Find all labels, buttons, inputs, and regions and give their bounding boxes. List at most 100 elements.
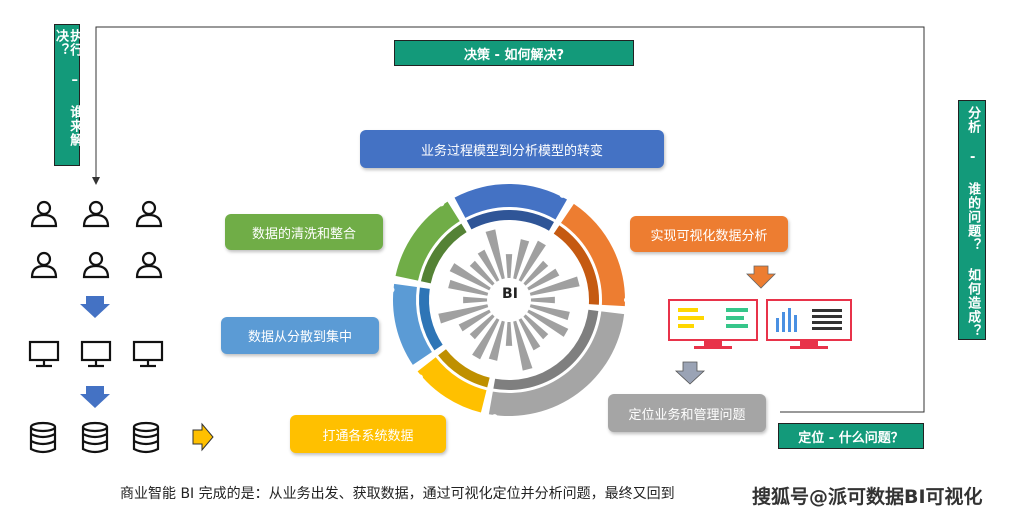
database-band bbox=[30, 440, 56, 446]
frame-arrowhead bbox=[92, 177, 100, 185]
database-icon bbox=[132, 421, 160, 454]
arrow-down-icon bbox=[674, 361, 706, 385]
ring-notch bbox=[559, 191, 566, 198]
locate-label: 定位 - 什么问题？ bbox=[778, 423, 924, 449]
burst-ray bbox=[472, 318, 500, 360]
step-concentrate: 数据从分散到集中 bbox=[221, 317, 379, 354]
ring-inner-segment bbox=[438, 349, 490, 388]
burst-ray bbox=[530, 296, 555, 304]
people-grid bbox=[30, 200, 163, 279]
ring-outer-segment bbox=[454, 183, 567, 220]
burst-ray bbox=[458, 309, 491, 332]
burst-ray bbox=[448, 279, 489, 296]
monitor-screen bbox=[28, 340, 60, 362]
database-body bbox=[29, 427, 57, 454]
bi-ring bbox=[388, 183, 630, 421]
ring-outer-segment bbox=[561, 203, 625, 307]
person-icon bbox=[30, 200, 58, 228]
monitor-screen bbox=[132, 340, 164, 362]
burst-ray bbox=[527, 309, 569, 337]
execute-label: 执行 – 谁来解决？ bbox=[53, 24, 82, 166]
burst-ray bbox=[469, 314, 495, 340]
person-icon bbox=[135, 200, 163, 228]
burst-ray bbox=[518, 240, 546, 282]
database-icon bbox=[81, 421, 109, 454]
step-transform: 业务过程模型到分析模型的转变 bbox=[360, 130, 664, 168]
dashboard-icon bbox=[668, 299, 758, 349]
step-systems: 打通各系统数据 bbox=[290, 415, 446, 453]
monitor-icon bbox=[80, 340, 112, 368]
burst-ray bbox=[469, 260, 495, 286]
database-top bbox=[29, 421, 57, 433]
analysis-label: 分析 - 谁的问题？ 如何造成？ bbox=[958, 100, 986, 340]
step-clean: 数据的清洗和整合 bbox=[225, 214, 383, 250]
ring-notch bbox=[438, 200, 445, 207]
person-head bbox=[36, 200, 52, 216]
person-body bbox=[82, 213, 110, 228]
ring-outer-segment bbox=[393, 283, 432, 365]
monitor-icon bbox=[28, 340, 60, 368]
ring-inner-segment bbox=[419, 287, 443, 351]
database-band bbox=[30, 433, 56, 439]
step-problem: 定位业务和管理问题 bbox=[608, 394, 766, 432]
caption: 商业智能 BI 完成的是：从业务出发、获取数据，通过可视化定位并分析问题，最终又… bbox=[120, 486, 675, 502]
burst-ray bbox=[449, 263, 491, 291]
ring-inner-segment bbox=[493, 309, 599, 390]
database-body bbox=[81, 427, 109, 454]
person-body bbox=[30, 213, 58, 228]
burst-ray bbox=[505, 254, 513, 279]
burst-ray bbox=[438, 304, 489, 324]
ring-notch bbox=[491, 414, 498, 421]
ring-outer-segment bbox=[488, 311, 625, 417]
ring-inner-segment bbox=[553, 225, 599, 305]
burst-ray bbox=[523, 260, 549, 286]
ring-outer-segment bbox=[417, 357, 487, 413]
ring-inner-segment bbox=[420, 223, 467, 284]
frame-line bbox=[95, 26, 925, 413]
burst-ray bbox=[488, 320, 505, 361]
person-head bbox=[88, 200, 104, 216]
person-icon bbox=[30, 251, 58, 279]
burst-ray bbox=[477, 249, 500, 282]
database-band bbox=[82, 440, 108, 446]
person-body bbox=[135, 264, 163, 279]
decision-label: 决策 - 如何解决? bbox=[394, 40, 634, 66]
burst-ray bbox=[505, 321, 513, 346]
dashboard-icon bbox=[766, 299, 852, 349]
ring-inner-segment bbox=[466, 210, 554, 231]
person-body bbox=[135, 213, 163, 228]
person-icon bbox=[82, 251, 110, 279]
database-band bbox=[82, 433, 108, 439]
step-visual: 实现可视化数据分析 bbox=[630, 216, 788, 252]
burst-ray bbox=[518, 318, 541, 351]
database-top bbox=[81, 421, 109, 433]
ring-notch bbox=[416, 374, 423, 381]
burst-ray bbox=[523, 314, 549, 340]
person-head bbox=[141, 200, 157, 216]
burst-ray bbox=[485, 229, 505, 280]
arrow-right-icon bbox=[192, 422, 214, 452]
database-row bbox=[29, 421, 160, 454]
person-head bbox=[88, 251, 104, 267]
bi-burst bbox=[438, 229, 580, 371]
database-band bbox=[133, 433, 159, 439]
database-icon bbox=[29, 421, 57, 454]
burst-ray bbox=[527, 268, 560, 291]
monitor-row bbox=[28, 340, 164, 368]
burst-ray bbox=[513, 239, 530, 280]
database-body bbox=[132, 427, 160, 454]
watermark: 搜狐号@派可数据BI可视化 bbox=[752, 486, 983, 508]
arrow-down-icon bbox=[80, 386, 110, 408]
database-band bbox=[133, 440, 159, 446]
person-icon bbox=[82, 200, 110, 228]
ring-notch bbox=[388, 286, 395, 293]
person-head bbox=[36, 251, 52, 267]
person-head bbox=[141, 251, 157, 267]
monitor-screen bbox=[80, 340, 112, 362]
database-top bbox=[132, 421, 160, 433]
burst-ray bbox=[529, 276, 580, 296]
ring-outer-segment bbox=[395, 201, 460, 281]
burst-ray bbox=[529, 304, 570, 321]
arrow-down-icon bbox=[80, 296, 110, 318]
